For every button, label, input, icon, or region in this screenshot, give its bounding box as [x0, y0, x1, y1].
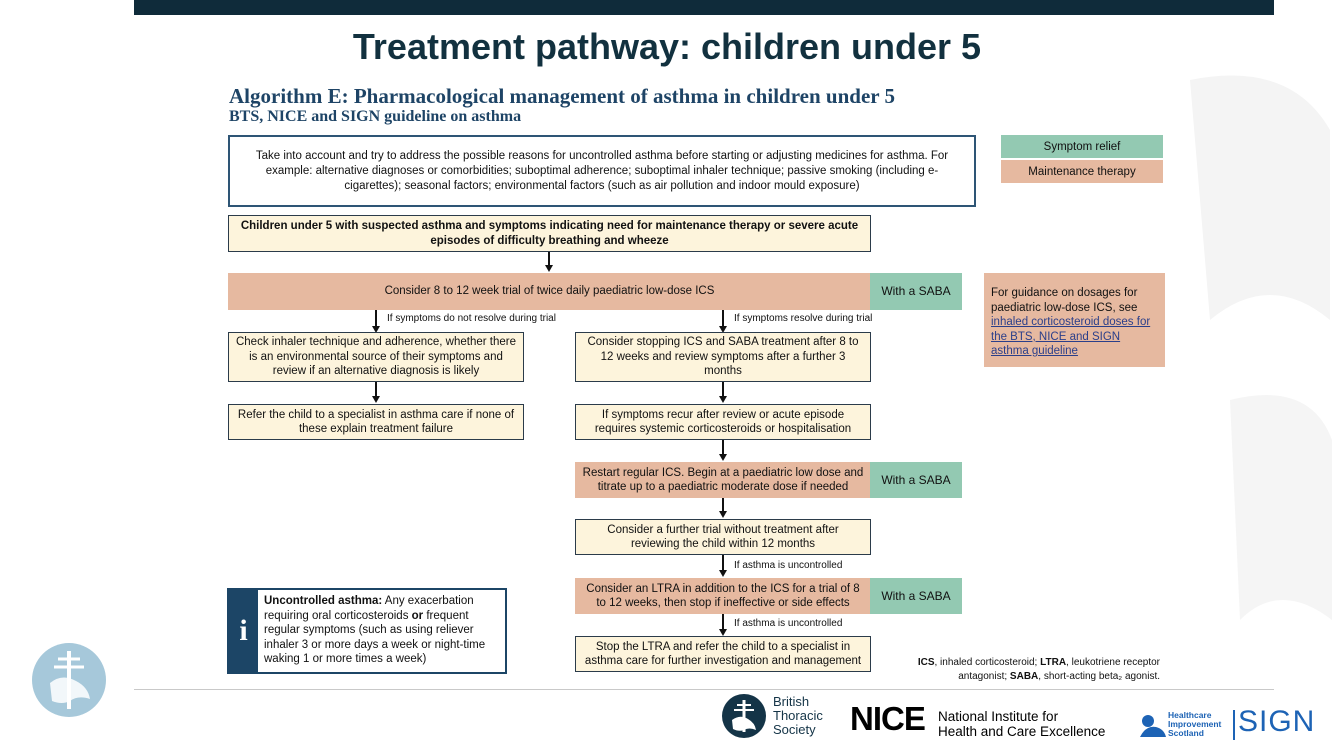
algorithm-title: Algorithm E: Pharmacological management …	[229, 84, 895, 108]
algorithm-subtitle: BTS, NICE and SIGN guideline on asthma	[229, 108, 522, 125]
arrow-line	[722, 614, 724, 630]
arrow-line	[722, 440, 724, 455]
background-watermark	[1190, 75, 1332, 620]
top-bar	[134, 0, 1274, 15]
arrow-head	[545, 265, 553, 272]
his-logo-text: Healthcare Improvement Scotland	[1168, 711, 1238, 738]
info-or-word: or	[411, 609, 424, 622]
his-logo-icon	[1140, 715, 1166, 737]
with-saba-box-2: With a SABA	[870, 462, 962, 498]
branch-label-not-resolve: If symptoms do not resolve during trial	[387, 313, 556, 324]
nice-logo-word: NICE	[850, 700, 926, 737]
arrow-line	[548, 252, 550, 266]
his-line2: Improvement	[1168, 719, 1222, 729]
sign-divider	[1233, 710, 1235, 740]
info-icon: i	[229, 590, 258, 672]
with-saba-box-1: With a SABA	[870, 273, 962, 310]
legend-maintenance-therapy: Maintenance therapy	[1001, 160, 1163, 183]
bts-logo-text: British Thoracic Society	[773, 695, 843, 737]
symptoms-recur-box: If symptoms recur after review or acute …	[575, 404, 871, 440]
info-text-part1: Any exacerbation requiring oral corticos…	[264, 595, 474, 622]
intro-considerations-box: Take into account and try to address the…	[228, 135, 976, 207]
restart-ics-box: Restart regular ICS. Begin at a paediatr…	[575, 462, 871, 498]
arrow-head	[372, 396, 380, 403]
bts-line1: British	[773, 694, 810, 709]
ics-trial-box: Consider 8 to 12 week trial of twice dai…	[228, 273, 871, 310]
arrow-head	[372, 326, 380, 333]
dosage-guidance-link[interactable]: inhaled corticosteroid doses for the BTS…	[991, 316, 1151, 357]
branch-label-uncontrolled-2: If asthma is uncontrolled	[734, 618, 843, 629]
bts-logo	[722, 694, 766, 738]
info-text: Uncontrolled asthma: Any exacerbation re…	[264, 594, 504, 667]
arrow-head	[719, 396, 727, 403]
info-term: Uncontrolled asthma:	[264, 595, 383, 607]
arrow-line	[375, 382, 377, 397]
bts-line3: Society	[773, 722, 816, 737]
arrow-head	[719, 511, 727, 518]
his-line1: Healthcare	[1168, 710, 1212, 720]
info-text-part2: frequent regular symptoms (such as using…	[264, 609, 486, 666]
abbr-saba-def: , short-acting beta₂ agonist.	[1038, 671, 1160, 682]
arrow-line	[375, 310, 377, 327]
consider-stopping-box: Consider stopping ICS and SABA treatment…	[575, 332, 871, 382]
footer-divider	[134, 689, 1274, 690]
info-box	[227, 588, 507, 674]
arrow-head	[719, 454, 727, 461]
abbr-saba: SABA	[1009, 671, 1039, 682]
arrow-head	[719, 326, 727, 333]
branch-label-uncontrolled-1: If asthma is uncontrolled	[734, 560, 843, 571]
sign-logo-word: SIGN	[1238, 705, 1316, 738]
legend-symptom-relief: Symptom relief	[1001, 135, 1163, 158]
nice-logo-text: National Institute for Health and Care E…	[938, 709, 1105, 739]
arrow-head	[719, 570, 727, 577]
consider-ltra-box: Consider an LTRA in addition to the ICS …	[575, 578, 871, 614]
refer-specialist-box: Refer the child to a specialist in asthm…	[228, 404, 524, 440]
abbreviations-note: ICS, inhaled corticosteroid; LTRA, leuko…	[870, 656, 1160, 684]
dosage-guidance-box: For guidance on dosages for paediatric l…	[984, 273, 1165, 367]
bts-line2: Thoracic	[773, 708, 823, 723]
with-saba-box-3: With a SABA	[870, 578, 962, 614]
stop-ltra-box: Stop the LTRA and refer the child to a s…	[575, 636, 871, 672]
nice-line2: Health and Care Excellence	[938, 724, 1106, 739]
bts-seal-logo	[32, 643, 106, 717]
arrow-line	[722, 382, 724, 397]
entry-criteria-box: Children under 5 with suspected asthma a…	[228, 215, 871, 252]
abbr-ics: ICS	[917, 657, 935, 668]
his-line3: Scotland	[1168, 728, 1204, 738]
arrow-line	[722, 310, 724, 327]
arrow-line	[722, 498, 724, 512]
abbr-ltra-def: , leukotriene receptor antagonist;	[958, 657, 1160, 682]
slide-title: Treatment pathway: children under 5	[352, 26, 982, 67]
check-inhaler-box: Check inhaler technique and adherence, w…	[228, 332, 524, 382]
dosage-guidance-text: For guidance on dosages for paediatric l…	[991, 287, 1138, 314]
abbr-ics-def: , inhaled corticosteroid;	[934, 657, 1038, 668]
nice-line1: National Institute for	[938, 709, 1059, 724]
further-trial-box: Consider a further trial without treatme…	[575, 519, 871, 555]
branch-label-resolve: If symptoms resolve during trial	[734, 313, 873, 324]
arrow-line	[722, 555, 724, 571]
abbr-ltra: LTRA	[1040, 657, 1067, 668]
arrow-head	[719, 629, 727, 636]
